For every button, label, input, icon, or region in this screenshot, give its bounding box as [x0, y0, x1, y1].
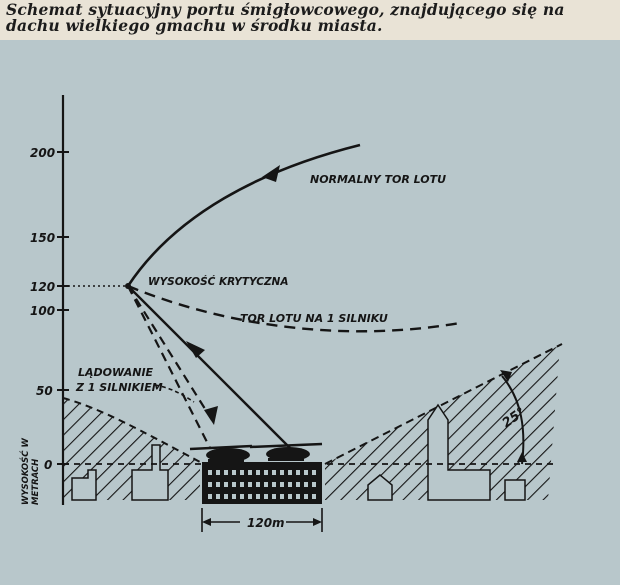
- y-tick-0: 0: [44, 458, 52, 472]
- right-slope-line: [324, 343, 563, 465]
- one-engine-path-label: TOR LOTU NA 1 SILNIKU: [240, 312, 388, 325]
- landing-leader-line: [154, 384, 195, 403]
- landing-label-line-2: Z 1 SILNIKIEM: [75, 381, 163, 394]
- y-tick-150: 150: [30, 231, 55, 245]
- y-tick-100: 100: [30, 304, 55, 318]
- y-axis-label-line-1: WYSOKOŚĆ W: [19, 438, 31, 505]
- one-engine-flight-path: [127, 284, 461, 333]
- right-building-silhouette-1: [367, 474, 393, 501]
- critical-height-label: WYSOKOŚĆ KRYTYCZNA: [148, 275, 288, 288]
- takeoff-climb-line: [127, 285, 291, 449]
- building-width-dimension: [201, 508, 323, 532]
- normal-flight-path: [126, 143, 361, 287]
- right-building-silhouette-2: [504, 479, 526, 501]
- y-axis-label: WYSOKOŚĆ W METRACH: [19, 438, 41, 505]
- helicopter-left: [189, 444, 253, 462]
- heliport-building: [202, 462, 322, 504]
- left-building-silhouette-1: [71, 469, 97, 501]
- landing-label-line-1: LĄDOWANIE: [78, 366, 154, 379]
- normal-path-label: NORMALNY TOR LOTU: [310, 173, 446, 186]
- takeoff-arrow: [186, 341, 205, 358]
- y-tick-120: 120: [30, 280, 55, 294]
- normal-path-arrow: [262, 165, 280, 182]
- y-axis-label-line-2: METRACH: [31, 459, 41, 505]
- caption-line-2: dachu wielkiego gmachu w środku miasta.: [6, 16, 383, 35]
- diagram-caption: Schemat sytuacyjny portu śmigłowcowego, …: [6, 2, 614, 34]
- y-tick-50: 50: [36, 384, 53, 398]
- angle-arrow-bottom: [517, 452, 527, 462]
- church-silhouette: [427, 403, 491, 501]
- left-slope-line: [62, 397, 201, 463]
- building-width-label: 120m: [247, 516, 285, 530]
- landing-arrow-1: [204, 406, 218, 425]
- y-tick-200: 200: [30, 146, 55, 160]
- caption-line-1: Schemat sytuacyjny portu śmigłowcowego, …: [6, 0, 565, 19]
- width-arrow-left: [202, 518, 211, 526]
- landing-dashed-line-1: [127, 285, 213, 421]
- landing-dashed-line-2: [127, 285, 211, 449]
- width-arrow-right: [313, 518, 322, 526]
- critical-point: [125, 283, 131, 289]
- angle-arrow-top: [500, 370, 512, 382]
- building-windows: [208, 470, 316, 499]
- helicopter-right: [249, 442, 323, 461]
- left-building-silhouette-2: [131, 444, 169, 501]
